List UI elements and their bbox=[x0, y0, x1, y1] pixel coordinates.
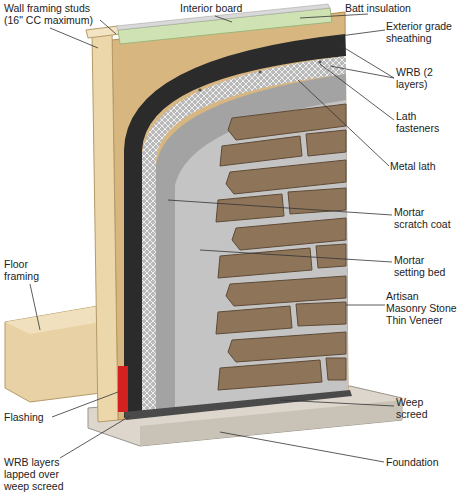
weep-screed bbox=[124, 390, 352, 420]
part-label: Flashing bbox=[4, 411, 64, 423]
leader-lines bbox=[30, 14, 394, 462]
stud bbox=[92, 30, 118, 422]
part-label: WRB layers lapped over weep screed bbox=[4, 456, 70, 492]
flashing bbox=[118, 366, 128, 412]
part-label: Foundation bbox=[386, 456, 456, 468]
part-label: Mortar setting bed bbox=[394, 254, 456, 278]
part-label: Artisan Masonry Stone Thin Veneer bbox=[386, 290, 458, 326]
part-label: Batt insulation bbox=[345, 2, 455, 14]
stud-top bbox=[86, 26, 120, 38]
stone-veneer bbox=[216, 104, 346, 390]
part-label: Interior board bbox=[180, 2, 260, 14]
sheathing bbox=[112, 12, 348, 420]
part-label: Floor framing bbox=[4, 258, 54, 282]
scratch-coat bbox=[156, 74, 348, 412]
part-label: WRB (2 layers) bbox=[396, 66, 448, 90]
part-label: Mortar scratch coat bbox=[394, 206, 456, 230]
part-label: Lath fasteners bbox=[396, 110, 451, 134]
part-label: Weep screed bbox=[396, 396, 451, 420]
part-label: Exterior grade sheathing bbox=[386, 20, 458, 44]
part-label: Metal lath bbox=[390, 160, 455, 172]
part-label: Wall framing studs (16" CC maximum) bbox=[4, 2, 104, 26]
